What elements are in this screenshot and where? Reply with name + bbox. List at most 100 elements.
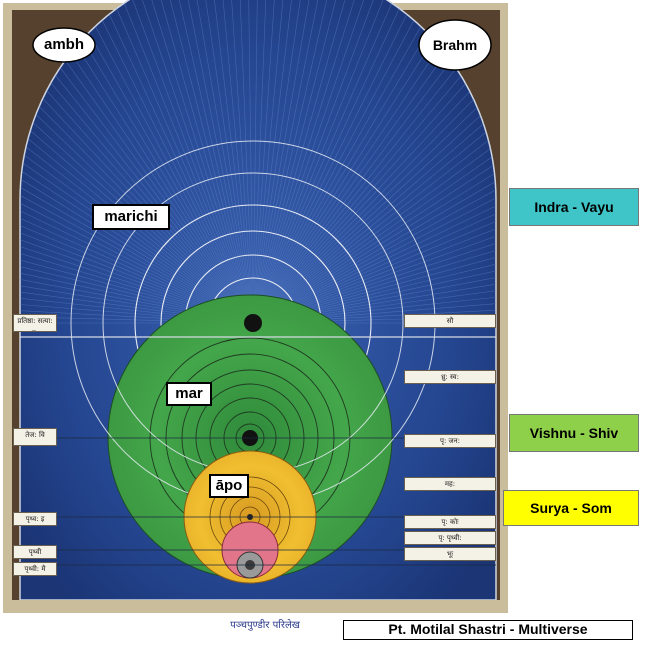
dome-streak bbox=[252, 111, 496, 324]
dome-streak bbox=[252, 23, 496, 324]
dome-streak bbox=[148, 0, 254, 324]
dome-streak bbox=[20, 150, 254, 324]
dome-streak bbox=[20, 170, 254, 324]
dome-streak bbox=[236, 0, 254, 324]
label-marichi: marichi bbox=[92, 204, 170, 230]
dome-streak bbox=[20, 16, 254, 324]
dome-streak bbox=[20, 111, 254, 324]
dome-streak bbox=[252, 0, 411, 324]
dome-streak bbox=[252, 65, 496, 324]
dome-streak bbox=[252, 56, 496, 324]
dome-streak bbox=[127, 0, 254, 324]
dome-streak bbox=[252, 0, 259, 324]
dome-streak bbox=[20, 101, 254, 324]
left-note-4: पृथ्वी bbox=[13, 545, 57, 559]
dome-streak bbox=[20, 65, 254, 324]
dome-streak bbox=[252, 234, 496, 324]
dome-streak bbox=[252, 0, 358, 324]
dome-streak bbox=[180, 0, 254, 324]
corner-oval-left bbox=[32, 27, 96, 63]
dome-streak bbox=[20, 92, 254, 324]
dome-streak bbox=[20, 160, 254, 324]
side-label-indra-vayu: Indra - Vayu bbox=[509, 188, 639, 226]
dome-streak bbox=[252, 0, 326, 324]
dome-streak bbox=[252, 223, 496, 324]
dome-streak bbox=[252, 0, 304, 324]
dome-streak bbox=[252, 0, 293, 324]
right-note-2: ध्रु: स्व: bbox=[404, 370, 496, 384]
dome-streak bbox=[20, 23, 254, 324]
dome-streak bbox=[252, 256, 496, 324]
dome-streak bbox=[252, 213, 496, 324]
dome-streak bbox=[202, 0, 254, 324]
dome-streak bbox=[20, 56, 254, 324]
dome-streak bbox=[252, 0, 315, 324]
left-note-3: पृथ्व: इ bbox=[13, 512, 57, 526]
label-apo: āpo bbox=[209, 474, 249, 498]
corner-oval-right bbox=[418, 19, 492, 71]
dome-streak bbox=[252, 160, 496, 324]
dome-streak bbox=[159, 0, 254, 324]
right-note-6: पृ: पृथ्वी: bbox=[404, 531, 496, 545]
dome-streak bbox=[252, 74, 496, 324]
dome-streak bbox=[252, 0, 390, 324]
dome-streak bbox=[20, 213, 254, 324]
caption-main: Pt. Motilal Shastri - Multiverse bbox=[343, 620, 633, 640]
dome-streak bbox=[20, 245, 254, 324]
right-note-3: पृ: जन: bbox=[404, 434, 496, 448]
corner-label-right: Brahm bbox=[432, 37, 478, 53]
dome-streak bbox=[252, 0, 400, 324]
dome-streak bbox=[252, 0, 281, 324]
dome-streak bbox=[252, 140, 496, 324]
dome-streak bbox=[213, 0, 254, 324]
dome-streak bbox=[20, 191, 254, 324]
dome-streak bbox=[252, 0, 369, 324]
dome-streak bbox=[137, 0, 254, 324]
dome-streak bbox=[95, 0, 254, 324]
dome-streak bbox=[20, 234, 254, 324]
dome-streak bbox=[252, 39, 496, 324]
dome-streak bbox=[252, 48, 496, 324]
dome-streak bbox=[252, 83, 496, 324]
dome-streak bbox=[252, 130, 496, 324]
right-note-7: भूः bbox=[404, 547, 496, 561]
dome-streak bbox=[20, 181, 254, 324]
dome-streak bbox=[252, 202, 496, 324]
dome-streak bbox=[252, 92, 496, 324]
side-label-surya-som: Surya - Som bbox=[503, 490, 639, 526]
left-note-5: पृथ्वी: मै bbox=[13, 562, 57, 576]
right-note-1: सौ bbox=[404, 314, 496, 328]
dome-streak bbox=[20, 202, 254, 324]
dome-streak bbox=[252, 101, 496, 324]
right-note-5: पृ: कोः bbox=[404, 515, 496, 529]
right-note-4: मह: bbox=[404, 477, 496, 491]
dome-streak bbox=[20, 223, 254, 324]
dome-streak bbox=[247, 0, 254, 324]
dome-streak bbox=[252, 245, 496, 324]
dome-streak bbox=[252, 31, 496, 324]
dome-streak bbox=[170, 0, 254, 324]
dome-streak bbox=[252, 267, 496, 324]
dome-streak bbox=[252, 170, 496, 324]
dome-streak bbox=[116, 0, 254, 324]
left-note-1: प्रतिष्ठा: सत्या: ब: bbox=[13, 314, 57, 332]
dome-streak bbox=[252, 0, 336, 324]
left-note-2: तेज: वि bbox=[13, 428, 57, 446]
caption-native: पञ्चपुण्डीर परिलेख bbox=[230, 620, 300, 631]
dome-streak bbox=[252, 0, 347, 324]
dome-streak bbox=[20, 120, 254, 324]
dome-streak bbox=[106, 0, 254, 324]
dome-streak bbox=[20, 31, 254, 324]
dome-streak bbox=[20, 130, 254, 324]
dome-streak bbox=[252, 150, 496, 324]
label-mar: mar bbox=[166, 382, 212, 406]
dome-streak bbox=[20, 74, 254, 324]
bottom-strip bbox=[12, 600, 500, 613]
center-dot-marichi bbox=[244, 314, 262, 332]
corner-label-left: ambh bbox=[43, 36, 84, 53]
dome-streak bbox=[252, 0, 270, 324]
dome-streak bbox=[252, 120, 496, 324]
dome-streak bbox=[252, 181, 496, 324]
dome-streak bbox=[20, 48, 254, 324]
